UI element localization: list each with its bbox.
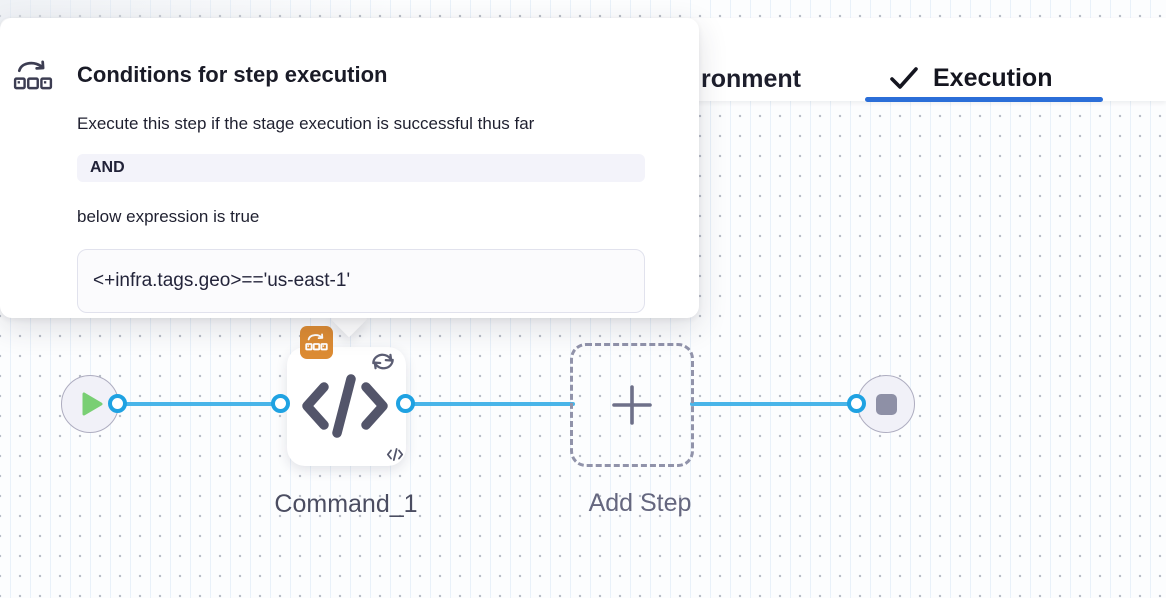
connector-step-out[interactable]: [396, 394, 415, 413]
edge-addstep-to-end: [690, 402, 855, 406]
step-label: Command_1: [274, 490, 418, 518]
expression-intro: below expression is true: [77, 207, 260, 226]
expression-value: <+infra.tags.geo>=='us-east-1': [77, 249, 645, 313]
check-icon: [889, 65, 919, 91]
end-node: [857, 375, 915, 433]
popover-description: Execute this step if the stage execution…: [77, 114, 535, 133]
tab-execution[interactable]: Execution: [889, 62, 1052, 94]
connector-start-out[interactable]: [108, 394, 127, 413]
play-icon: [82, 392, 103, 416]
plus-icon: [610, 383, 654, 427]
conditional-execution-icon: [13, 58, 53, 94]
stop-icon: [875, 393, 897, 415]
add-step-label: Add Step: [588, 489, 692, 517]
connector-step-in[interactable]: [271, 394, 290, 413]
add-step-button[interactable]: [570, 343, 694, 467]
connector-end-in[interactable]: [847, 394, 866, 413]
tab-execution-label: Execution: [933, 64, 1053, 92]
code-icon: [302, 371, 388, 441]
conditional-execution-badge-icon[interactable]: [300, 326, 333, 359]
loop-icon: [369, 349, 397, 374]
tab-environment-partial[interactable]: ronment: [701, 65, 801, 93]
active-tab-underline: [865, 97, 1103, 102]
edge-start-to-step: [120, 402, 286, 406]
edge-step-to-addstep: [400, 402, 575, 406]
code-icon-small: [386, 447, 404, 462]
popover-title: Conditions for step execution: [77, 62, 388, 87]
conditions-popover: Conditions for step execution Execute th…: [0, 18, 699, 318]
operator-badge: AND: [77, 154, 645, 182]
